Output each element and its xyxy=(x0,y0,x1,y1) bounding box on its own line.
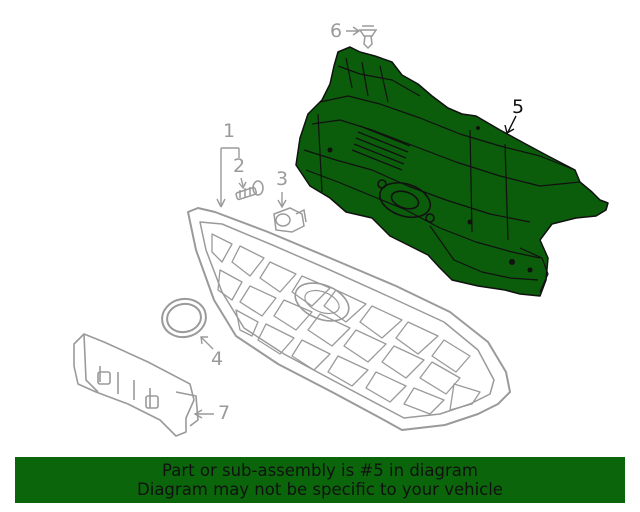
part-5-holes xyxy=(327,126,533,273)
leader-lines xyxy=(193,26,517,419)
callout-3: 3 xyxy=(276,168,289,190)
callout-2: 2 xyxy=(233,155,246,177)
leader-6 xyxy=(346,26,361,36)
callout-7: 7 xyxy=(218,402,231,424)
part-5-detail-lines xyxy=(303,57,581,293)
leader-5 xyxy=(504,115,517,135)
part-5-emblem-mount xyxy=(377,179,435,223)
parts-diagram xyxy=(73,25,609,437)
banner-line-2: Diagram may not be specific to your vehi… xyxy=(137,480,503,499)
part-2-screw[interactable] xyxy=(235,180,264,201)
part-5-body xyxy=(295,46,609,297)
part-1-grille[interactable] xyxy=(187,207,511,431)
part-2-screw-head xyxy=(252,180,264,196)
part-7-bracket[interactable] xyxy=(73,333,199,437)
info-banner: Part or sub-assembly is #5 in diagram Di… xyxy=(15,457,625,503)
callout-6: 6 xyxy=(330,20,343,42)
part-1-outer-edge xyxy=(187,207,511,431)
callout-4: 4 xyxy=(211,348,224,370)
banner-line-1: Part or sub-assembly is #5 in diagram xyxy=(162,461,478,480)
callout-1: 1 xyxy=(223,120,236,142)
leader-2 xyxy=(238,177,247,190)
part-1-emblem-recess xyxy=(294,282,350,322)
leader-7 xyxy=(193,409,214,419)
part-6-push-clip[interactable] xyxy=(358,25,378,50)
callout-5: 5 xyxy=(512,96,525,118)
leader-3 xyxy=(277,192,287,209)
leader-1 xyxy=(220,147,240,207)
part-4-emblem-ring[interactable] xyxy=(159,295,209,340)
part-1-inner-edge xyxy=(199,221,495,419)
part-5-grille-carrier[interactable] xyxy=(295,46,609,297)
leader-4 xyxy=(200,336,214,350)
part-5-vent-slots xyxy=(351,125,411,171)
part-3-clip[interactable] xyxy=(273,207,307,233)
